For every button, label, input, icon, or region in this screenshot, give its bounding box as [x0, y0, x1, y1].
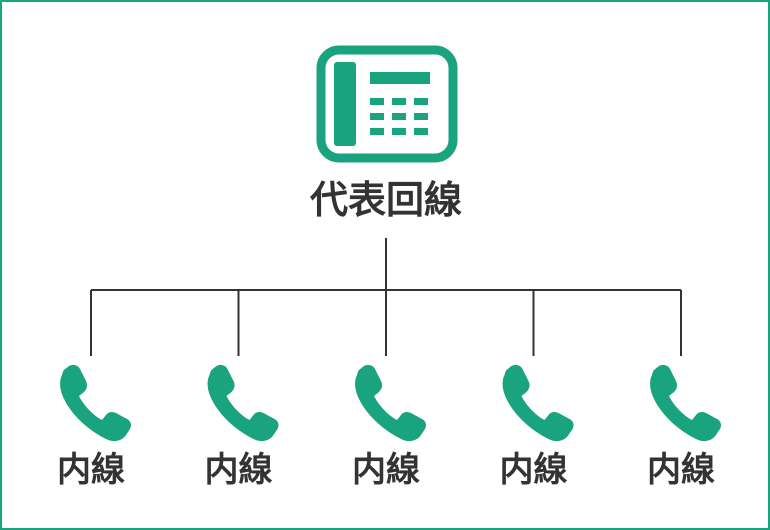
handset-icon [60, 365, 131, 442]
extension-node-3: 内線 [352, 365, 426, 490]
desk-phone-icon [316, 45, 458, 163]
handset-icon [502, 365, 574, 442]
extension-label-2: 内線 [205, 450, 273, 490]
handset-icon [207, 365, 279, 442]
handset-icon [355, 365, 426, 442]
extension-label-1: 内線 [57, 450, 125, 490]
extension-label-3: 内線 [352, 450, 420, 490]
handset-icon [650, 365, 721, 442]
extension-label-4: 内線 [500, 450, 568, 490]
connector-lines [90, 238, 682, 356]
extension-node-2: 内線 [205, 365, 279, 490]
extension-node-5: 内線 [647, 365, 721, 490]
root-label: 代表回線 [310, 178, 462, 222]
extension-label-5: 内線 [647, 450, 715, 490]
extension-node-4: 内線 [500, 365, 574, 490]
extension-node-1: 内線 [57, 365, 131, 490]
